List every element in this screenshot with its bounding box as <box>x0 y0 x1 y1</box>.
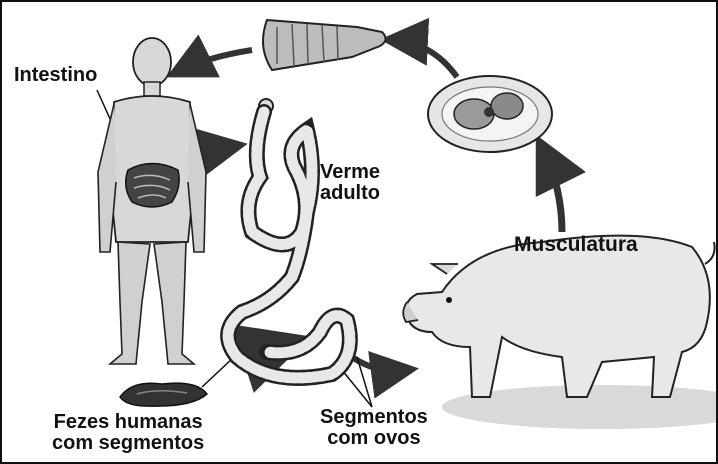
arrow-meat-to-human <box>177 50 252 72</box>
label-feces-line1: Fezes humanas <box>52 412 204 433</box>
arrow-pig-to-cyst <box>542 147 562 232</box>
human-figure-icon <box>98 38 206 364</box>
label-intestine: Intestino <box>14 65 97 86</box>
label-segments-line1: Segmentos <box>320 407 428 428</box>
label-segments: Segmentos com ovos <box>320 407 428 449</box>
label-adult-worm-line2: adulto <box>320 183 380 204</box>
pointer-segments-a <box>342 370 372 407</box>
arrow-cyst-to-meat <box>392 40 457 77</box>
pork-meat-icon <box>263 20 386 70</box>
pig-icon <box>403 236 716 429</box>
label-adult-worm: Verme adulto <box>320 162 380 204</box>
label-musculature: Musculatura <box>514 234 638 256</box>
label-segments-line2: com ovos <box>320 428 428 449</box>
tapeworm-icon <box>228 99 350 378</box>
label-musculature-text: Musculatura <box>514 233 638 256</box>
feces-icon <box>120 383 207 406</box>
label-intestine-text: Intestino <box>14 64 97 86</box>
intestine-icon <box>126 164 179 208</box>
label-adult-worm-line1: Verme <box>320 162 380 183</box>
label-feces: Fezes humanas com segmentos <box>52 412 204 454</box>
pointer-feces <box>202 357 234 387</box>
label-feces-line2: com segmentos <box>52 433 204 454</box>
cyst-dish-icon <box>428 76 552 152</box>
